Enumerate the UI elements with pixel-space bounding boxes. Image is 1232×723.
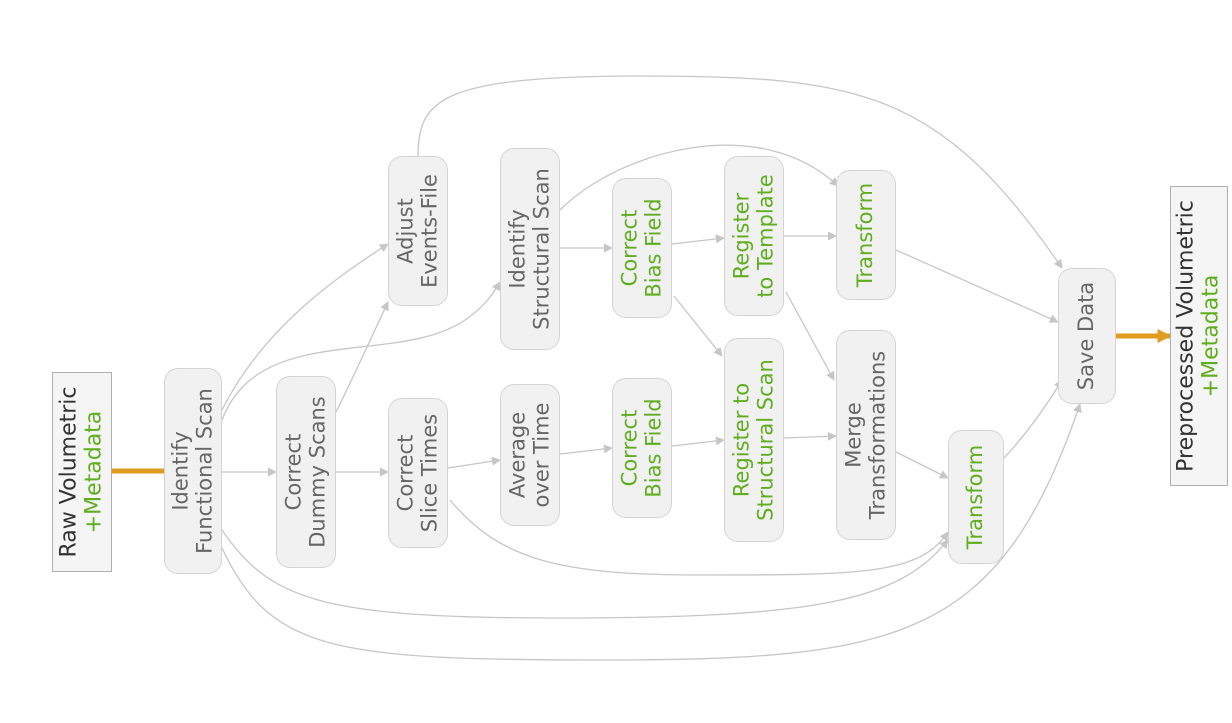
node-label: Correct <box>393 434 418 512</box>
edge-adjust-to-save <box>417 75 1063 269</box>
node-label: Dummy Scans <box>305 396 329 548</box>
node-label: over Time <box>529 402 553 508</box>
node-label: Correct <box>617 209 642 287</box>
output-line2: +Metadata <box>1198 274 1223 398</box>
input-data-box: Raw Volumetric +Metadata <box>52 372 112 572</box>
output-line1: Preprocessed Volumetric <box>1173 200 1199 472</box>
node-label: Transform <box>963 444 988 550</box>
node-label: Slice Times <box>417 413 441 533</box>
edge-bias-bottom-to-register-structural <box>671 436 725 447</box>
output-data-box: Preprocessed Volumetric +Metadata <box>1170 186 1228 486</box>
node-register-to-template: Register to Template <box>724 156 784 316</box>
edge-functional-to-save <box>221 403 1082 661</box>
node-label: Merge <box>841 402 866 468</box>
node-average-over-time: Average over Time <box>500 384 560 526</box>
edge-functional-to-adjust <box>221 243 389 411</box>
node-identify-structural-scan: Identify Structural Scan <box>500 148 560 350</box>
edge-slice-to-transform-bottom <box>449 499 949 576</box>
node-correct-bias-field-bottom: Correct Bias Field <box>612 378 672 518</box>
edge-transform-top-to-save <box>895 249 1059 323</box>
node-transform-bottom: Transform <box>948 430 1004 564</box>
node-merge-transformations: Merge Transformations <box>836 330 896 540</box>
edge-transform-bottom-to-save <box>1003 379 1063 459</box>
node-label: Transform <box>853 182 878 288</box>
edge-dummy-to-adjust <box>335 301 389 413</box>
edge-template-to-merge <box>785 291 835 381</box>
node-label: Adjust <box>393 198 418 264</box>
edge-structural-to-transform-top <box>559 144 839 211</box>
node-label: Events-File <box>417 174 441 288</box>
node-label: Transformations <box>865 350 889 520</box>
edge-bias-top-to-register-structural <box>673 295 723 357</box>
edge-register-structural-to-merge <box>783 431 837 441</box>
node-transform-top: Transform <box>836 170 896 300</box>
node-label: Bias Field <box>641 398 665 498</box>
input-line1: Raw Volumetric <box>56 386 82 558</box>
node-label: Bias Field <box>641 198 665 298</box>
node-label: Functional Scan <box>192 388 216 554</box>
edge-functional-to-structural <box>221 281 501 421</box>
node-label: to Template <box>753 174 777 298</box>
edge-slice-to-average <box>447 456 501 469</box>
edge-functional-to-transform-bottom <box>221 529 949 619</box>
node-label: Structural Scan <box>753 359 777 521</box>
node-adjust-events-file: Adjust Events-File <box>388 156 448 306</box>
node-save-data: Save Data <box>1058 268 1116 404</box>
node-label: Average <box>505 411 530 499</box>
node-label: Register <box>729 192 754 280</box>
node-correct-bias-field-top: Correct Bias Field <box>612 178 672 318</box>
node-label: Identify <box>505 209 530 289</box>
node-label: Correct <box>281 433 306 511</box>
edge-merge-to-transform-bottom <box>895 451 949 479</box>
node-identify-functional-scan: Identify Functional Scan <box>164 368 222 574</box>
edge-average-to-bias-bottom <box>559 444 613 455</box>
node-label: Correct <box>617 409 642 487</box>
node-correct-slice-times: Correct Slice Times <box>388 398 448 548</box>
node-label: Identify <box>168 431 193 511</box>
node-label: Save Data <box>1074 281 1099 391</box>
node-label: Register to <box>729 382 754 498</box>
node-correct-dummy-scans: Correct Dummy Scans <box>276 376 336 568</box>
node-register-to-structural-scan: Register to Structural Scan <box>724 338 784 542</box>
edge-bias-top-to-register-template <box>671 234 725 245</box>
node-label: Structural Scan <box>529 168 553 330</box>
input-line2: +Metadata <box>81 410 106 534</box>
